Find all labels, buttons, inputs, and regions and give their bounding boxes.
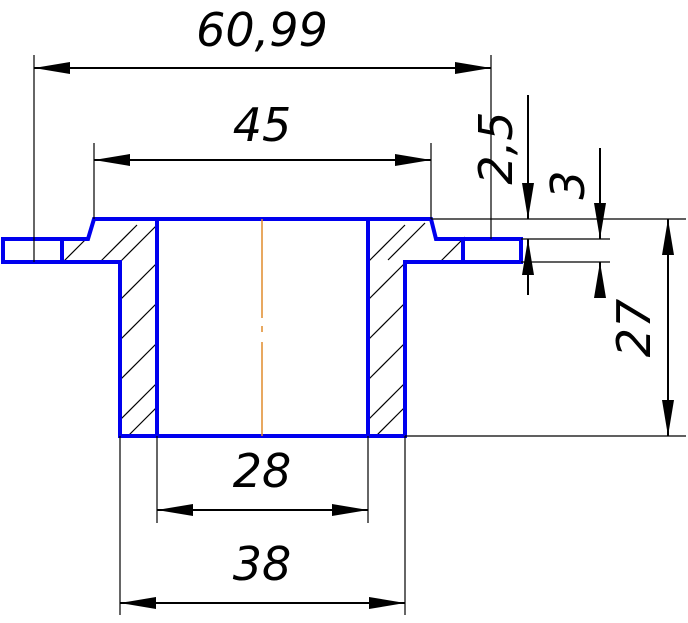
dim-collar-diameter-label: 45 [233,98,292,152]
dim-height-label: 27 [607,299,661,358]
right-profile [366,217,523,438]
dim-flange-offset-label: 2,5 [469,111,523,184]
dim-outer-diameter: 38 [120,537,405,609]
dim-height: 27 [607,219,674,436]
dim-flange-diameter: 60,99 [34,3,491,74]
extension-lines [33,55,686,615]
dim-flange-diameter-label: 60,99 [196,3,328,57]
dim-bore-diameter: 28 [157,444,368,516]
dim-flange-thickness-label: 3 [541,170,595,199]
dim-flange-offset: 2,5 [469,95,534,295]
dim-collar-diameter: 45 [94,98,431,166]
dim-bore-diameter-label: 28 [233,444,292,498]
section-hatching [62,222,466,437]
left-profile [1,217,159,438]
dim-outer-diameter-label: 38 [233,537,292,591]
dim-flange-thickness: 3 [541,148,606,298]
